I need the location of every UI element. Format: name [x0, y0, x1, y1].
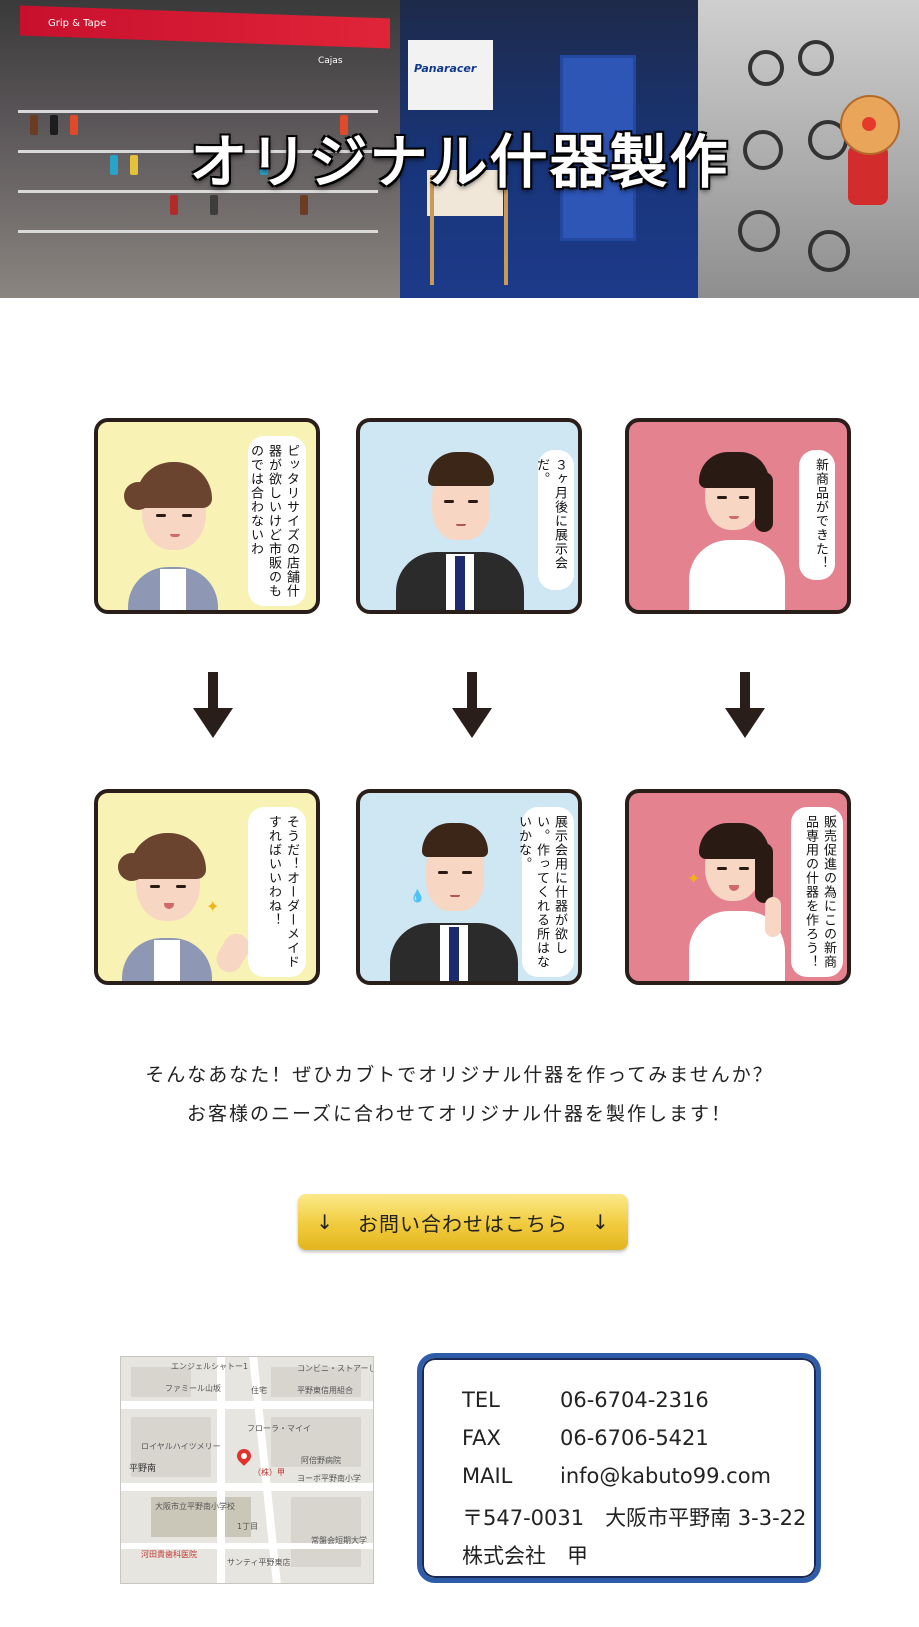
comic-panel-man-problem: ３ヶ月後に展示会だ。: [356, 418, 582, 614]
hero-banner: Grip & Tape Cajas Panaracer オリジナル什器製作: [0, 0, 919, 298]
lead-text-line-1: そんなあなた！ぜひカブトでオリジナル什器を作ってみませんか？: [145, 1064, 774, 1086]
comic-panel-man-solution: 💧 展示会用に什器が欲しい。作ってくれる所はないかな。: [356, 789, 582, 985]
map-label: 阿倍野病院: [301, 1456, 341, 1465]
map-label: ファミール山坂: [165, 1384, 221, 1393]
map-label: ヨーボ平野南小学: [297, 1474, 361, 1483]
sparkle-icon: ✦: [687, 869, 701, 888]
down-arrow-icon: ↓: [592, 1210, 610, 1234]
down-arrow-icon: [452, 672, 492, 738]
company-name: 株式会社 甲: [462, 1544, 588, 1568]
fax-value: 06-6706-5421: [560, 1426, 709, 1450]
map-label: （株）甲: [253, 1468, 285, 1477]
fax-label: FAX: [462, 1426, 501, 1450]
map-label: ロイヤルハイツメリー: [141, 1442, 221, 1451]
map-label: 常盤会短期大学: [311, 1536, 367, 1545]
speech-bubble: 展示会用に什器が欲しい。作ってくれる所はないかな。: [516, 807, 574, 977]
map-label: 1丁目: [237, 1522, 259, 1531]
map-label: 大阪市立平野南小学校: [155, 1502, 235, 1511]
map-label: 平野東信用組合: [297, 1386, 353, 1395]
booth-tower: [560, 55, 636, 241]
down-arrow-icon: [193, 672, 233, 738]
rack-banner-text: Grip & Tape: [48, 18, 107, 29]
comic-panel-staff-solution: ✦ 販売促進の為にこの新商品専用の什器を作ろう！: [625, 789, 851, 985]
map-pin-icon[interactable]: [234, 1446, 254, 1466]
mail-value[interactable]: info@kabuto99.com: [560, 1464, 772, 1488]
map-label: 平野南: [129, 1464, 157, 1474]
hero-photo-display-rack: Grip & Tape Cajas: [0, 0, 400, 298]
booth-sign: Panaracer: [408, 40, 493, 110]
contact-fax-row: FAX 06-6706-5421: [462, 1426, 709, 1450]
contact-tel-row: TEL 06-6704-2316: [462, 1388, 709, 1412]
sparkle-icon: ✦: [206, 897, 220, 916]
tel-label: TEL: [462, 1388, 500, 1412]
contact-cta-button[interactable]: ↓ お問い合わせはこちら ↓: [298, 1194, 628, 1250]
comic-panel-woman-solution: ✦ そうだ！オーダーメイドすればいいわね！: [94, 789, 320, 985]
contact-cta-label: お問い合わせはこちら: [358, 1211, 568, 1236]
hero-title: オリジナル什器製作: [189, 128, 730, 196]
map-label: 住宅: [251, 1386, 267, 1395]
mail-label: MAIL: [462, 1464, 513, 1488]
contact-address: 〒547-0031 大阪市平野南 3-3-22: [462, 1506, 807, 1530]
map-label: エンジェルシャトー1: [171, 1362, 249, 1371]
speech-bubble: ピッタリサイズの店舗什器が欲しいけど市販のものでは合わないわ: [248, 436, 306, 606]
location-map[interactable]: エンジェルシャトー1 コンビニ・ストアーしま ファミール山坂 住宅 平野東信用組…: [120, 1356, 374, 1584]
comic-panel-woman-problem: ピッタリサイズの店舗什器が欲しいけど市販のものでは合わないわ: [94, 418, 320, 614]
map-label: サンティ平野東店: [227, 1558, 291, 1567]
sweat-icon: 💧: [410, 889, 425, 903]
hero-photo-exhibition-booth: Panaracer: [400, 0, 698, 298]
speech-bubble: 販売促進の為にこの新商品専用の什器を作ろう！: [791, 807, 843, 977]
lead-text-line-2: お客様のニーズに合わせてオリジナル什器を製作します！: [186, 1103, 733, 1125]
rack-banner-text-right: Cajas: [318, 56, 343, 66]
character-figure: [840, 95, 900, 205]
map-label: 河田貴歯科医院: [141, 1550, 197, 1559]
speech-bubble: そうだ！オーダーメイドすればいいわね！: [248, 807, 306, 977]
booth-sign-text: Panaracer: [414, 62, 477, 75]
down-arrow-icon: [725, 672, 765, 738]
tel-value[interactable]: 06-6704-2316: [560, 1388, 709, 1412]
contact-mail-row: MAIL info@kabuto99.com: [462, 1464, 771, 1488]
speech-bubble: ３ヶ月後に展示会だ。: [534, 450, 574, 590]
comic-panel-staff-problem: 新商品ができた！: [625, 418, 851, 614]
speech-bubble: 新商品ができた！: [799, 450, 835, 580]
down-arrow-icon: ↓: [316, 1210, 334, 1234]
map-label: コンビニ・ストアーしま: [297, 1364, 373, 1373]
contact-info-box: TEL 06-6704-2316 FAX 06-6706-5421 MAIL info…: [417, 1353, 821, 1583]
map-label: フローラ・マイイ: [247, 1424, 311, 1433]
